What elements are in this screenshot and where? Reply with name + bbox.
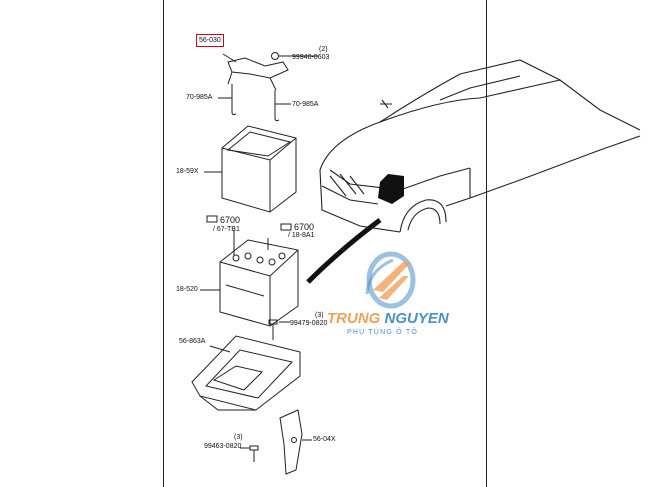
pointer-arrow (306, 218, 382, 284)
battery-cover-drawing (204, 125, 297, 213)
highlighted-part-number[interactable]: 56-030 (196, 34, 224, 47)
cover-part[interactable]: 18-59X (176, 168, 199, 175)
bolt-bottom-qty: (3) (234, 434, 243, 441)
mid-bolt-drawing (268, 319, 290, 340)
terminal-right-code[interactable]: 6700 (294, 222, 315, 232)
battery-tray-drawing (191, 335, 301, 411)
rod-left-part[interactable]: 70-985A (186, 94, 213, 101)
battery-drawing (200, 239, 299, 327)
lower-bracket-part[interactable]: 56-04X (313, 436, 336, 443)
terminal-left-code[interactable]: 6700 (220, 215, 241, 225)
terminal-drawings (206, 215, 292, 256)
bolt-mid-part[interactable]: 99479-0820 (290, 320, 328, 327)
diagram-sheet (163, 0, 487, 487)
rod-drawings (218, 84, 291, 122)
lower-bracket-drawing (279, 409, 312, 475)
watermark-brand-name: TRUNG NGUYEN (327, 310, 449, 327)
bolt-top-qty: (2) (319, 46, 328, 53)
bolt-mid-qty: (3) (315, 312, 324, 319)
trung-nguyen-logo-icon (365, 251, 416, 309)
terminal-right-sub: / 18-8A1 (288, 232, 315, 239)
watermark-name-part1: TRUNG (327, 310, 381, 327)
tray-part[interactable]: 56-863A (179, 338, 206, 345)
bolt-top-part[interactable]: 99940-0603 (292, 54, 330, 61)
watermark-tagline: PHỤ TÙNG Ô TÔ (347, 329, 418, 336)
terminal-left-sub: / 67-TB1 (213, 226, 240, 233)
battery-part[interactable]: 18-520 (176, 286, 198, 293)
vehicle-outline-drawing (319, 59, 641, 233)
bolt-bottom-part[interactable]: 99463-0820 (204, 443, 242, 450)
hold-down-bracket-drawing (222, 52, 318, 91)
rod-right-part[interactable]: 70-985A (292, 101, 319, 108)
bottom-bolt-drawing (240, 445, 259, 462)
watermark-name-part2: NGUYEN (384, 310, 449, 327)
battery-location-marker (378, 174, 404, 204)
